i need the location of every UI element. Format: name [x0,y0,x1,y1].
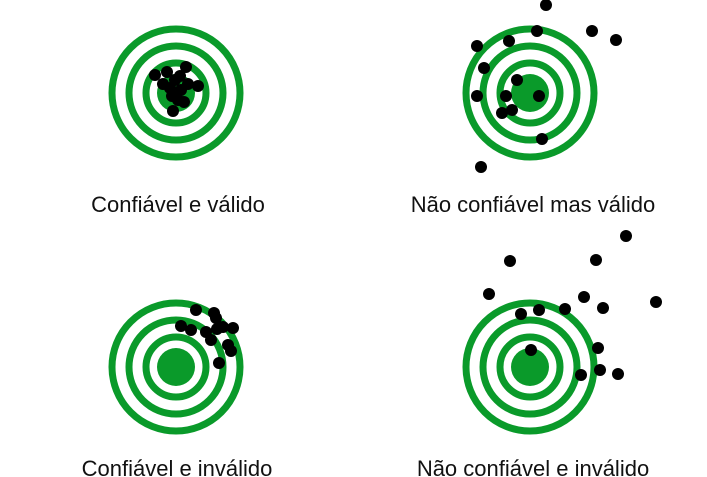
shot-dot [180,61,192,73]
shot-dot [578,291,590,303]
shot-dot [471,40,483,52]
shot-dot [515,308,527,320]
shot-dot [610,34,622,46]
bullseye [157,348,195,386]
target-ring-1 [108,25,244,161]
shot-dot [540,0,552,11]
shot-dot [475,161,487,173]
shot-dot [192,80,204,92]
shot-dot [225,345,237,357]
shot-dot [503,35,515,47]
target-panel-unreliable-valid [462,0,622,173]
target-ring-1 [462,299,598,435]
shot-dot [157,78,169,90]
target-ring-2 [479,316,581,418]
caption-nao-confiavel-e-invalido: Não confiável e inválido [417,456,649,477]
target-ring-3 [496,333,564,401]
caption-confiavel-e-invalido: Confiável e inválido [82,456,273,477]
shot-dot [161,66,173,78]
target-ring-3 [142,333,210,401]
shot-dot [592,342,604,354]
target-ring-3 [142,59,210,127]
shot-dot [178,96,190,108]
target-ring-2 [479,42,581,144]
shot-dot [174,70,186,82]
shot-dot [531,25,543,37]
shot-dot [620,230,632,242]
shot-dot [167,105,179,117]
target-panel-reliable-valid [108,25,244,161]
target-ring-1 [462,25,598,161]
shot-dot [533,90,545,102]
shot-dot [149,69,161,81]
shot-dot [227,322,239,334]
caption-confiavel-e-valido: Confiável e válido [91,192,265,217]
shot-dot [533,304,545,316]
shot-dot [496,107,508,119]
target-ring-2 [125,42,227,144]
shot-dot [612,368,624,380]
shot-dot [217,321,229,333]
shot-dot [650,296,662,308]
shot-dot [506,104,518,116]
shot-dot [511,74,523,86]
shot-dot [478,62,490,74]
shot-dot [210,312,222,324]
shot-dot [536,133,548,145]
shot-dot [185,324,197,336]
shot-dot [190,304,202,316]
shot-dot [166,90,178,102]
shot-dot [594,364,606,376]
shot-dot [590,254,602,266]
shot-dot [175,320,187,332]
target-panel-reliable-invalid [108,299,244,435]
shot-dot [559,303,571,315]
shot-dot [213,357,225,369]
shot-dot [205,334,217,346]
shot-dot [182,78,194,90]
shot-dot [586,25,598,37]
shot-dot [525,344,537,356]
target-panel-unreliable-invalid [462,230,662,435]
shot-dot [500,90,512,102]
shot-dot [597,302,609,314]
shot-dot [471,90,483,102]
target-ring-1 [108,299,244,435]
shot-dot [575,369,587,381]
shot-dot [483,288,495,300]
shot-dot [504,255,516,267]
target-ring-3 [496,59,564,127]
caption-nao-confiavel-mas-valido: Não confiável mas válido [411,192,656,217]
bullseye [511,348,549,386]
